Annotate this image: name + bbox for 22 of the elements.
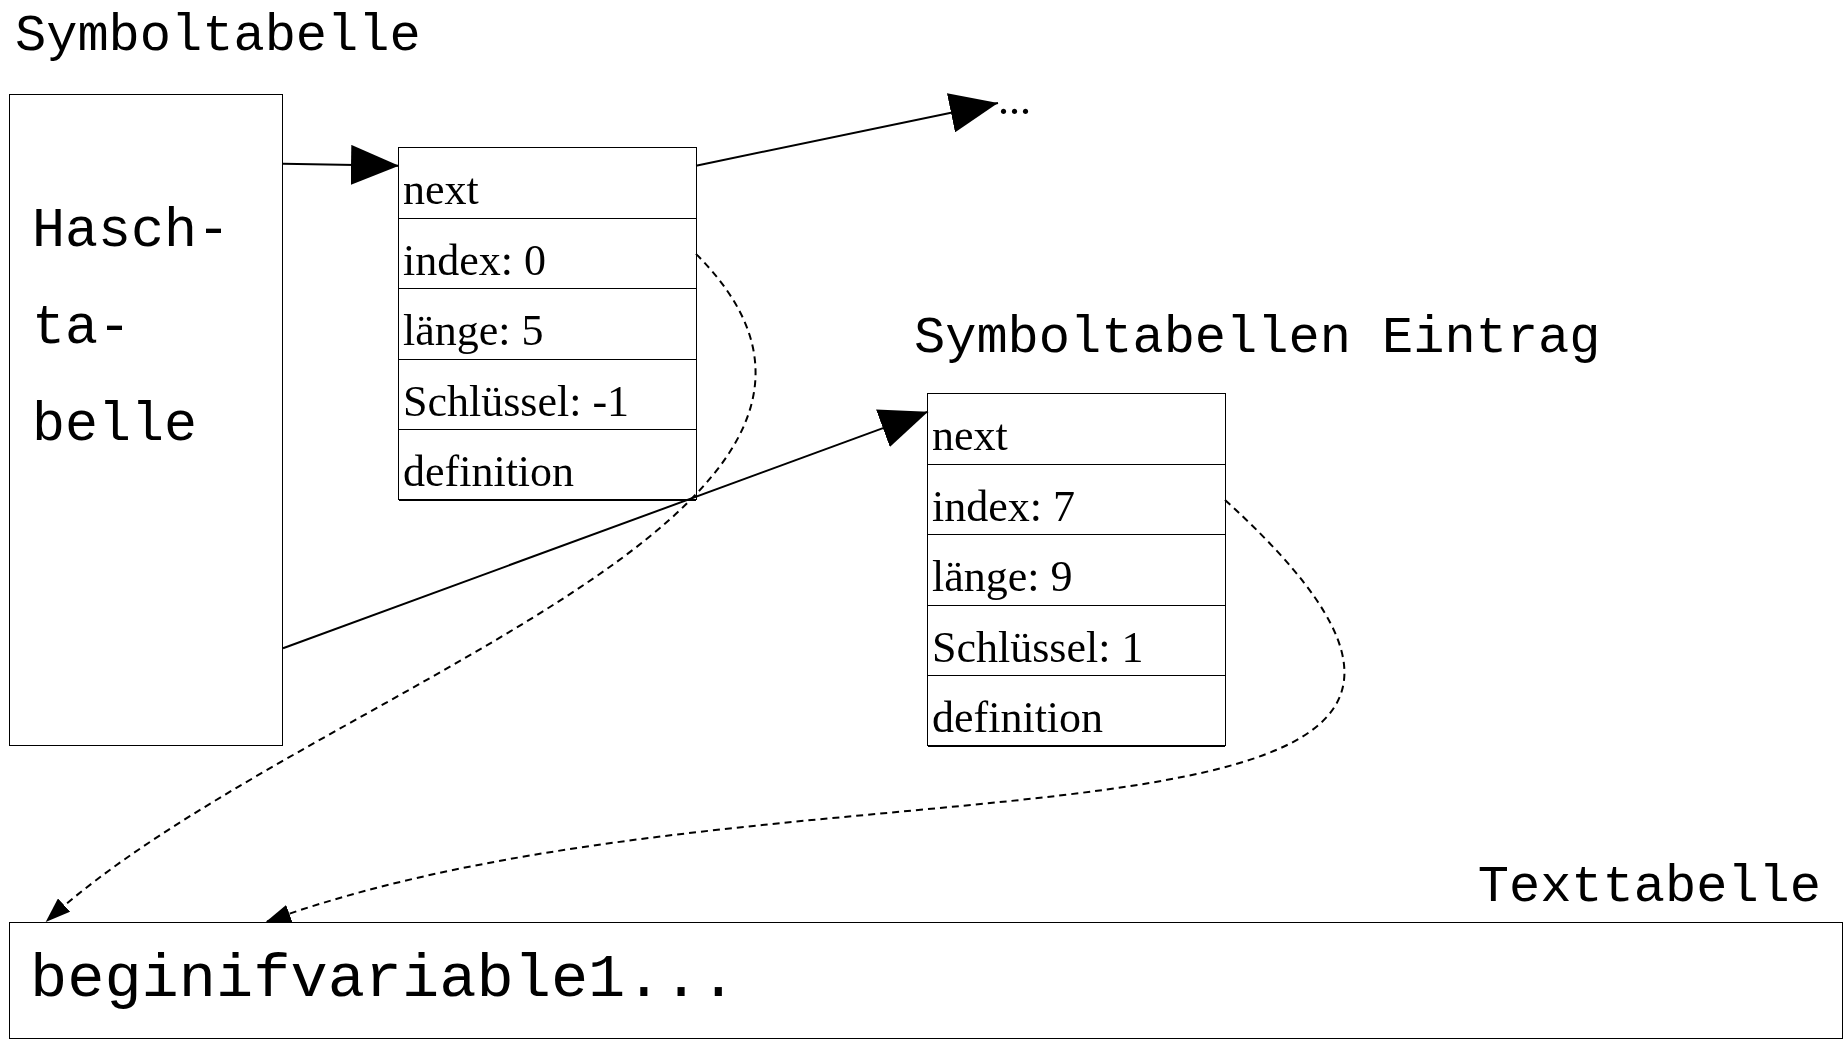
hash-table-label: Hasch- ta- belle xyxy=(31,199,232,459)
record-field: next xyxy=(399,148,696,219)
dashed-arrow xyxy=(264,498,1344,924)
heading: Symboltabellen Eintrag xyxy=(914,308,1601,370)
record-field: länge: 5 xyxy=(399,289,696,360)
ellipsis-text: ... xyxy=(998,75,1031,124)
record-field: Schlüssel: -1 xyxy=(399,359,696,431)
dashed-arrow xyxy=(44,252,757,923)
record-box xyxy=(398,147,697,500)
record-field: definition xyxy=(928,676,1225,747)
arrow xyxy=(282,409,929,650)
heading: Texttabelle xyxy=(1477,857,1821,919)
arrow xyxy=(282,144,400,185)
record-field: index: 7 xyxy=(928,464,1225,536)
arrow xyxy=(695,93,999,167)
record-field: index: 0 xyxy=(399,218,696,290)
record-field: next xyxy=(928,394,1225,465)
heading: Symboltabelle xyxy=(15,6,421,68)
record-field: länge: 9 xyxy=(928,535,1225,606)
record-field: definition xyxy=(399,430,696,501)
record-field: Schlüssel: 1 xyxy=(928,605,1225,677)
text-table-content: beginifvariable1... xyxy=(29,943,738,1015)
